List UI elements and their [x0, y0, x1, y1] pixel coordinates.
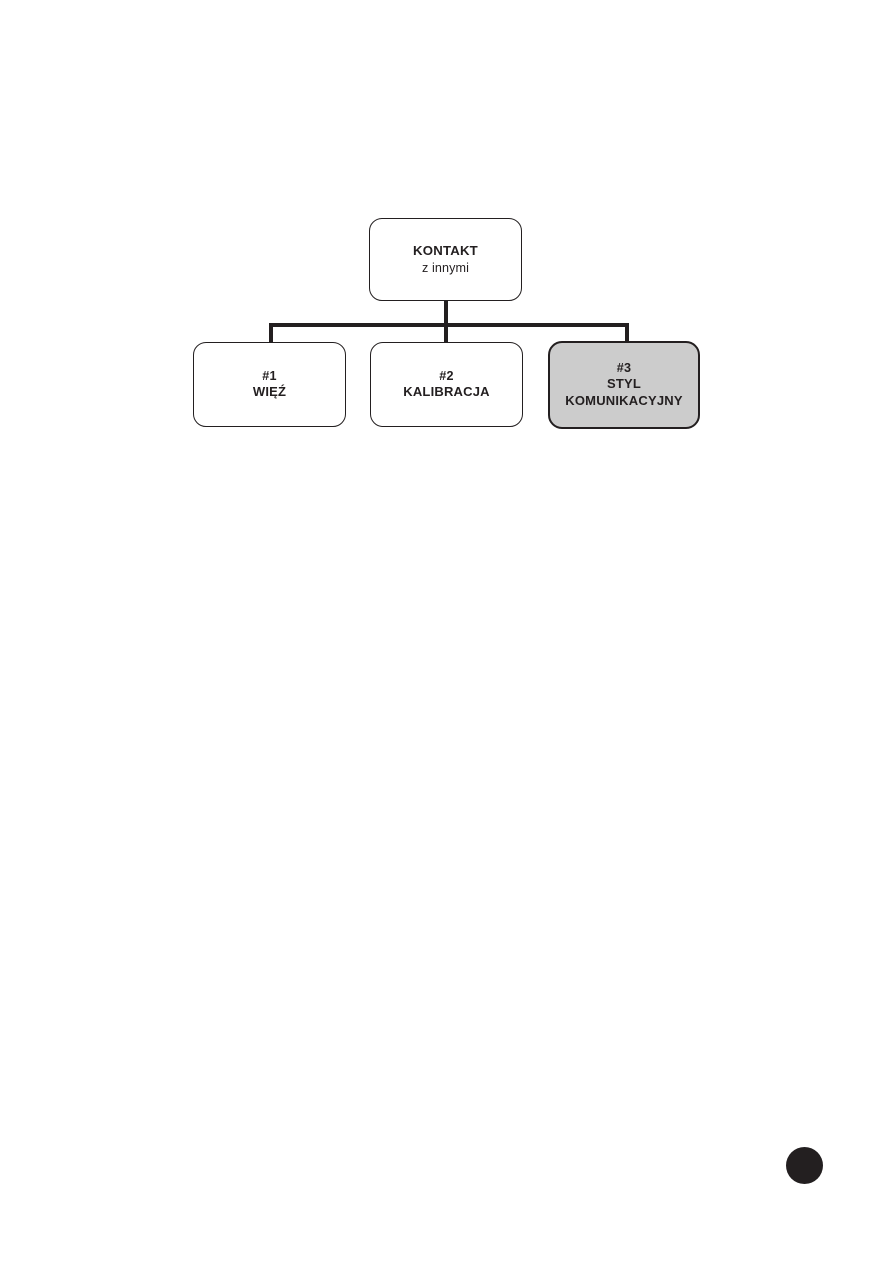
node-child-3-label-line-1: STYL — [606, 376, 642, 392]
connector-root-stem — [444, 300, 448, 326]
node-child-wiez: #1 WIĘŹ — [193, 342, 346, 427]
node-child-3-number: #3 — [616, 361, 632, 376]
node-child-2-label: KALIBRACJA — [403, 384, 490, 400]
node-child-2-number: #2 — [439, 369, 454, 384]
node-child-1-number: #1 — [262, 369, 277, 384]
node-child-3-label-line-2: KOMUNIKACYJNY — [565, 393, 683, 409]
connector-drop-child-2 — [444, 323, 448, 344]
connector-drop-child-1 — [269, 323, 273, 344]
node-child-1-label: WIĘŹ — [252, 384, 287, 400]
node-root-kontakt: KONTAKT z innymi — [369, 218, 522, 301]
node-child-kalibracja: #2 KALIBRACJA — [370, 342, 523, 427]
connector-horizontal-bus — [269, 323, 629, 327]
node-child-styl-komunikacyjny: #3 STYL KOMUNIKACYJNY — [548, 341, 700, 429]
node-root-title: KONTAKT — [413, 243, 478, 258]
connector-drop-child-3 — [625, 323, 629, 343]
page-marker-dot — [786, 1147, 823, 1184]
node-root-subtitle: z innymi — [422, 260, 469, 275]
